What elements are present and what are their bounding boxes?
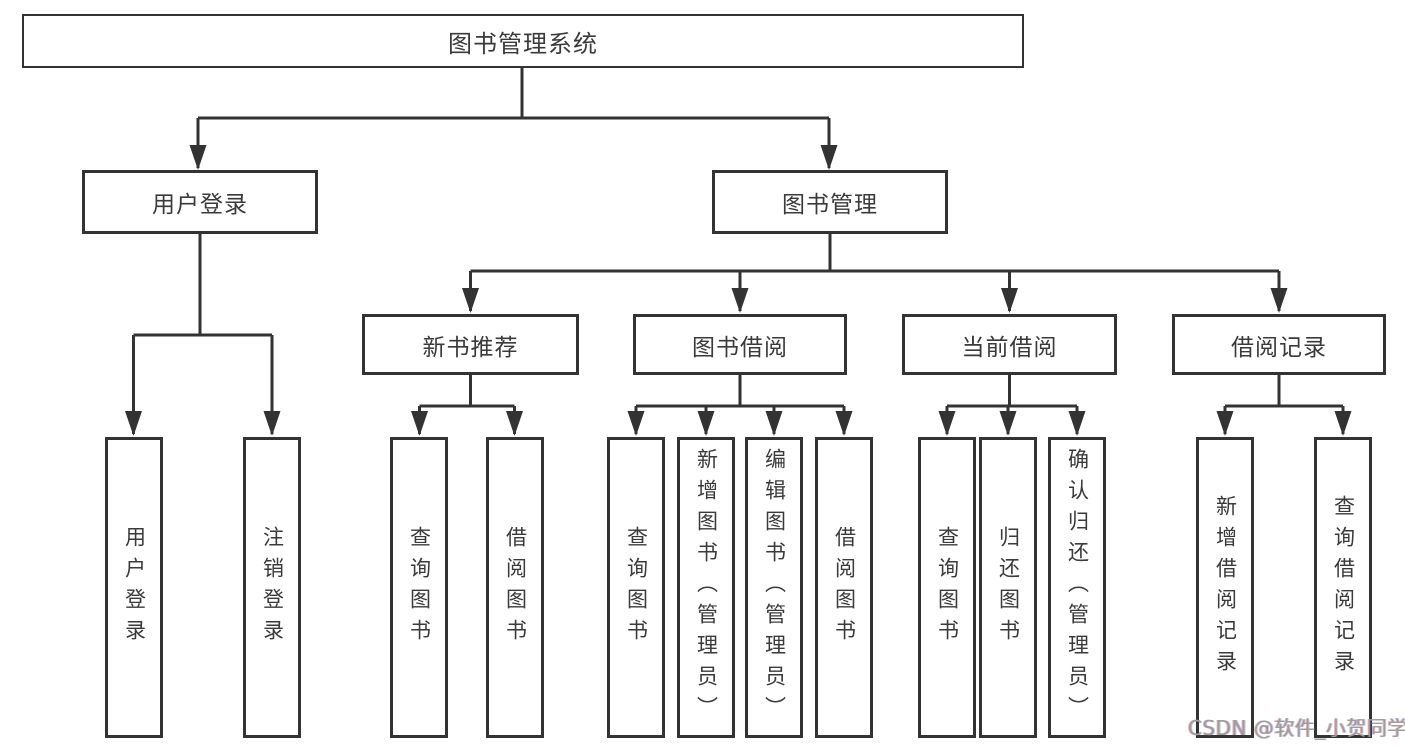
node-leaf-return-book: 归还图书 (979, 437, 1037, 738)
node-leaf-add-book-admin: 新增图书（管理员） (677, 437, 735, 738)
node-label: 用户登录 (152, 192, 248, 218)
watermark: CSDN @软件_小贺同学 (1188, 716, 1405, 740)
node-borrow-records: 借阅记录 (1172, 314, 1386, 375)
node-leaf-borrow-book-2: 借阅图书 (815, 437, 873, 738)
node-label: 图书借阅 (692, 334, 788, 361)
node-leaf-query-book-1: 查询图书 (390, 437, 448, 738)
node-leaf-logout: 注销登录 (243, 437, 301, 738)
node-label: 查询图书 (624, 525, 649, 650)
node-leaf-query-book-3: 查询图书 (918, 437, 976, 738)
node-new-book-recommend: 新书推荐 (362, 314, 579, 375)
node-leaf-query-borrow-record: 查询借阅记录 (1314, 437, 1372, 738)
node-label: 借阅图书 (503, 525, 528, 650)
node-label: 查询借阅记录 (1331, 494, 1356, 681)
node-label: 新增借阅记录 (1213, 494, 1238, 681)
node-label: 借阅图书 (832, 525, 857, 650)
node-label: 编辑图书（管理员） (762, 448, 787, 727)
node-leaf-edit-book-admin: 编辑图书（管理员） (745, 437, 803, 738)
node-leaf-user-login: 用户登录 (105, 437, 163, 738)
node-label: 确认归还（管理员） (1065, 448, 1090, 727)
node-label: 新书推荐 (422, 334, 519, 361)
node-book-management: 图书管理 (712, 170, 948, 234)
node-label: 借阅记录 (1231, 334, 1327, 361)
node-leaf-confirm-return-admin: 确认归还（管理员） (1048, 437, 1106, 738)
node-user-login: 用户登录 (82, 170, 318, 234)
node-leaf-add-borrow-record: 新增借阅记录 (1196, 437, 1254, 738)
node-leaf-query-book-2: 查询图书 (607, 437, 665, 738)
node-book-borrow: 图书借阅 (633, 314, 847, 375)
node-label: 用户登录 (122, 525, 147, 650)
node-label: 注销登录 (260, 525, 285, 650)
node-library-management-system: 图书管理系统 (22, 14, 1024, 68)
node-label: 归还图书 (996, 525, 1021, 650)
node-label: 新增图书（管理员） (694, 448, 719, 727)
node-label: 图书管理 (782, 192, 878, 218)
node-current-borrow: 当前借阅 (902, 314, 1117, 375)
node-label: 图书管理系统 (448, 29, 598, 58)
node-leaf-borrow-book-1: 借阅图书 (486, 437, 544, 738)
node-label: 查询图书 (935, 525, 960, 650)
node-label: 当前借阅 (961, 334, 1058, 361)
node-label: 查询图书 (407, 525, 432, 650)
